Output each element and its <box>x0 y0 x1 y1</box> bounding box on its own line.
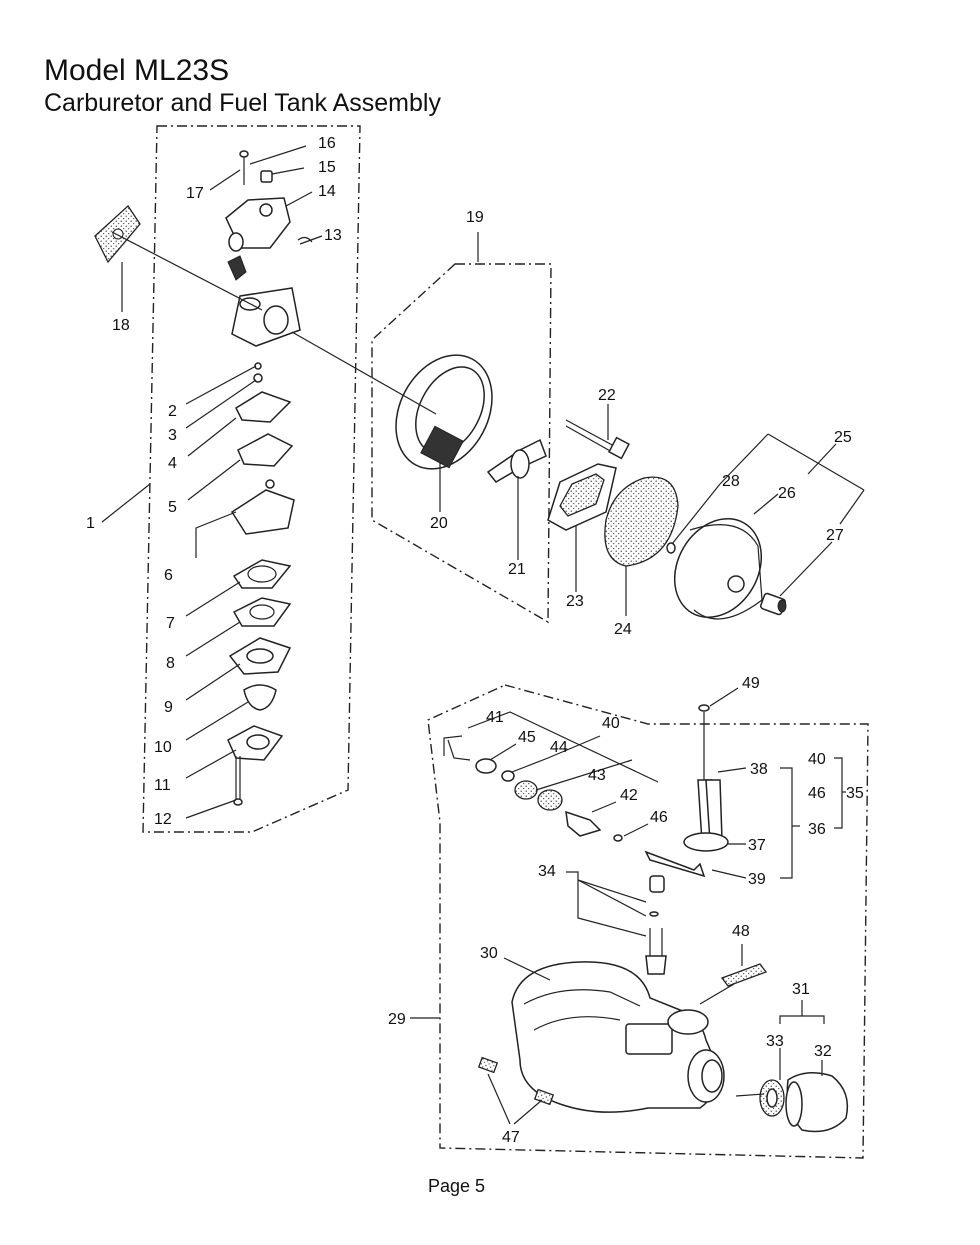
callout-7: 7 <box>166 615 175 632</box>
filter-element <box>604 476 679 567</box>
gasket-7 <box>232 559 292 589</box>
callout-30: 30 <box>480 945 498 962</box>
callout-36: 36 <box>808 821 826 838</box>
callout-40-b: 40 <box>808 751 826 768</box>
callout-1: 1 <box>86 515 95 532</box>
callout-20: 20 <box>430 515 448 532</box>
callout-48: 48 <box>732 923 750 940</box>
callout-15: 15 <box>318 159 336 176</box>
callout-27: 27 <box>826 527 844 544</box>
callout-16: 16 <box>318 135 336 152</box>
callout-32: 32 <box>814 1043 832 1060</box>
callout-8: 8 <box>166 655 175 672</box>
callout-10: 10 <box>154 739 172 756</box>
callout-31: 31 <box>792 981 810 998</box>
diaphragm-5 <box>237 433 294 467</box>
callout-13: 13 <box>324 227 342 244</box>
assembly-subtitle: Carburetor and Fuel Tank Assembly <box>44 89 441 117</box>
gasket-4 <box>235 391 292 423</box>
fuel-tank <box>511 961 719 1113</box>
callout-numbers: 1 2 3 4 5 6 7 8 9 10 11 12 13 14 15 16 1… <box>86 135 864 1146</box>
air-cleaner-group-border <box>371 263 552 624</box>
callout-49: 49 <box>742 675 760 692</box>
callout-45: 45 <box>518 729 536 746</box>
callout-41: 41 <box>486 709 504 726</box>
model-title: Model ML23S <box>44 54 230 87</box>
callout-26: 26 <box>778 485 796 502</box>
callout-18: 18 <box>112 317 130 334</box>
callout-5: 5 <box>168 499 177 516</box>
carburetor-parts <box>94 150 313 806</box>
callout-9: 9 <box>164 699 173 716</box>
callout-46-b: 46 <box>808 785 826 802</box>
callout-19: 19 <box>466 209 484 226</box>
callout-25: 25 <box>834 429 852 446</box>
callout-11: 11 <box>154 777 171 794</box>
leader-lines <box>101 145 865 1125</box>
callout-4: 4 <box>168 455 177 472</box>
primer-bulb <box>243 684 277 711</box>
callout-34: 34 <box>538 863 556 880</box>
callout-33: 33 <box>766 1033 784 1050</box>
callout-28: 28 <box>722 473 740 490</box>
air-cleaner-cover <box>673 517 763 619</box>
callout-14: 14 <box>318 183 336 200</box>
callout-24: 24 <box>614 621 632 638</box>
tank-grommet <box>683 832 729 852</box>
callout-29: 29 <box>388 1011 406 1028</box>
callout-3: 3 <box>168 427 177 444</box>
air-cleaner-parts <box>395 354 787 620</box>
callout-17: 17 <box>186 185 204 202</box>
callout-2: 2 <box>168 403 177 420</box>
callout-47: 47 <box>502 1129 520 1146</box>
callout-42: 42 <box>620 787 638 804</box>
pump-body <box>230 489 295 535</box>
callout-6: 6 <box>164 567 173 584</box>
callout-22: 22 <box>598 387 616 404</box>
callout-38: 38 <box>750 761 768 778</box>
callout-12: 12 <box>154 811 172 828</box>
callout-46: 46 <box>650 809 668 826</box>
diaphragm-8 <box>232 597 292 627</box>
callout-43: 43 <box>588 767 606 784</box>
fuel-system-parts <box>443 704 849 1133</box>
carburetor-group-border <box>142 125 361 833</box>
callout-21: 21 <box>508 561 526 578</box>
callout-23: 23 <box>566 593 584 610</box>
page-number: Page 5 <box>428 1176 486 1196</box>
callout-35: 35 <box>846 785 864 802</box>
callout-44: 44 <box>550 739 568 756</box>
callout-39: 39 <box>748 871 766 888</box>
callout-40: 40 <box>602 715 620 732</box>
fuel-tank-group-border <box>427 684 869 1159</box>
callout-37: 37 <box>748 837 766 854</box>
